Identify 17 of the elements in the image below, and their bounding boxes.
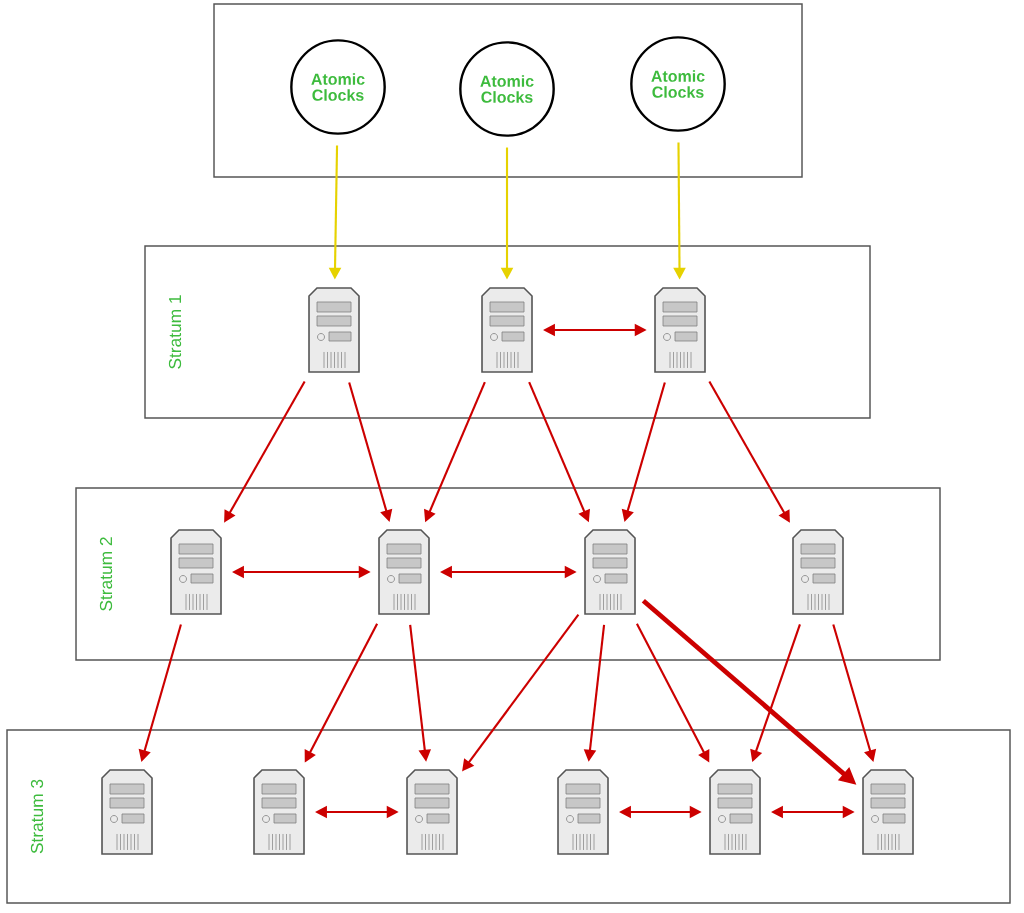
server-icon <box>481 287 533 373</box>
server-icon <box>170 529 222 615</box>
panel <box>213 3 803 178</box>
stratum-panel: Stratum 1 <box>144 245 871 419</box>
server-icon <box>709 769 761 855</box>
server-icon <box>101 769 153 855</box>
server-icon <box>406 769 458 855</box>
server-icon <box>557 769 609 855</box>
server-icon <box>792 529 844 615</box>
server-icon <box>378 529 430 615</box>
stratum-panel: Stratum 2 <box>75 487 941 661</box>
stratum-panel: Stratum 3 <box>6 729 1011 904</box>
server-icon <box>584 529 636 615</box>
server-icon <box>308 287 360 373</box>
server-icon <box>862 769 914 855</box>
server-icon <box>654 287 706 373</box>
server-icon <box>253 769 305 855</box>
